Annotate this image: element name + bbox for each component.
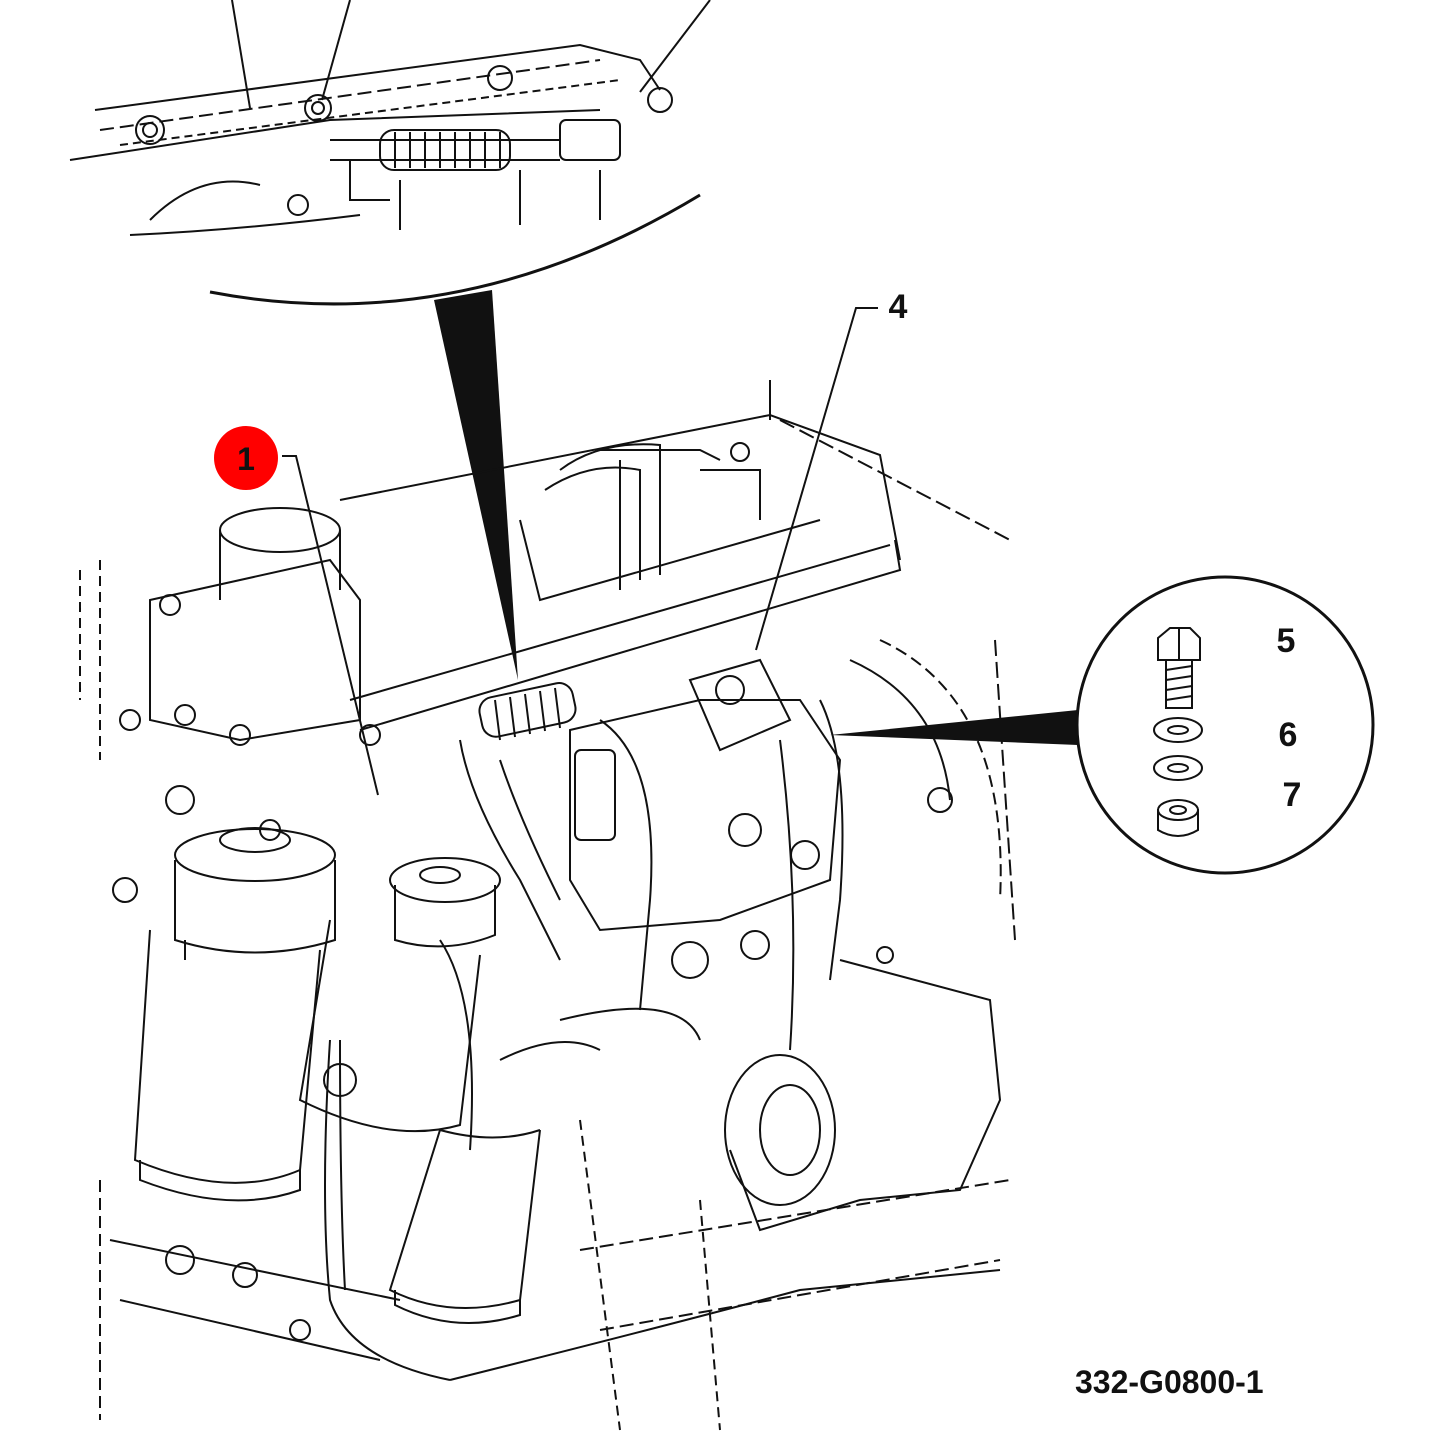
callout-4: 4: [889, 288, 908, 326]
throttle-spring: [478, 682, 577, 741]
hex-nut-icon: [1157, 799, 1199, 837]
callout-1: 1: [237, 441, 255, 477]
engine-body: [79, 380, 1016, 1431]
washer-icon: [1153, 717, 1203, 781]
leader-4: [755, 307, 878, 651]
callout-6: 6: [1279, 716, 1298, 754]
fuel-filter-canister-left: [133, 827, 336, 1202]
callout-5: 5: [1277, 622, 1296, 660]
highlight-marker-1: [214, 426, 278, 490]
fuel-filter-canister-right: [298, 857, 501, 1133]
callout-7: 7: [1283, 776, 1302, 814]
filter-head-housing: [119, 507, 361, 746]
top-detail-view: [69, 0, 711, 306]
leader-1: [282, 455, 379, 796]
detail-pointer-wedge: [434, 290, 518, 680]
timing-cover: [724, 659, 1002, 1232]
top-detail-arc: [209, 193, 701, 306]
figure-reference: 332-G0800-1: [1075, 1364, 1264, 1400]
water-separator-bowl: [388, 1129, 541, 1324]
injection-pump: [569, 658, 842, 979]
hex-bolt-icon: [1157, 627, 1201, 709]
fastener-detail-circle: [1075, 575, 1375, 875]
right-detail-pointer: [830, 710, 1078, 745]
detail-spring: [379, 129, 511, 171]
